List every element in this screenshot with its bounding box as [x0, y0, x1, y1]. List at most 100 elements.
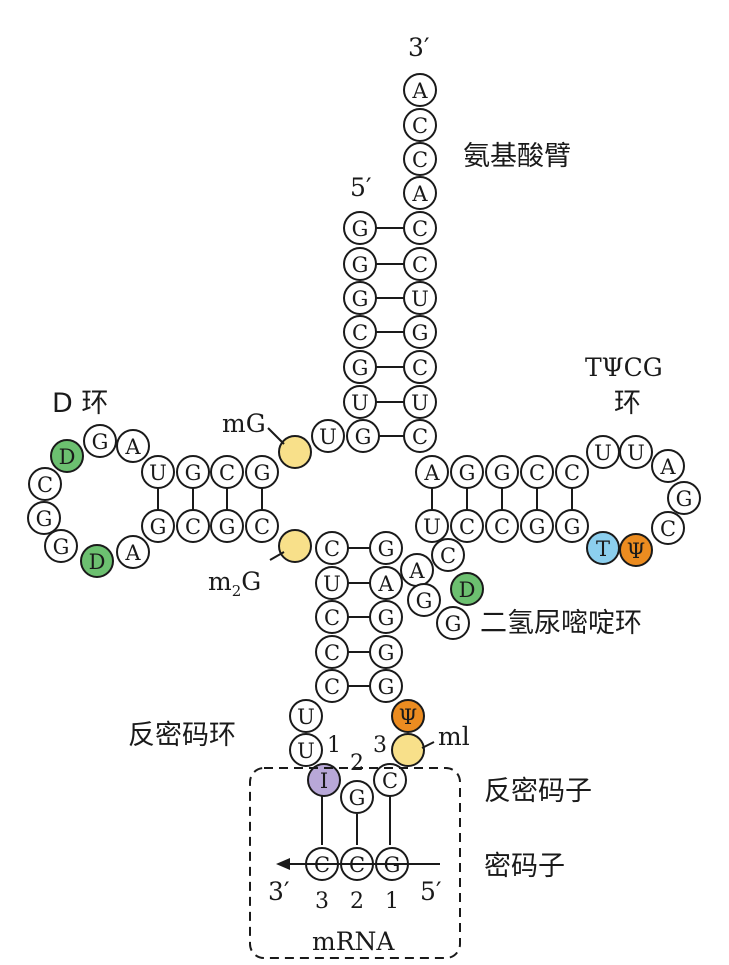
nucleotide-t-stem-top-3: C — [520, 455, 554, 489]
nucleotide-letter: D — [459, 578, 476, 602]
ml-leader-line — [421, 741, 435, 749]
nucleotide-d-loop-5: G — [44, 529, 78, 563]
nucleotide-letter: D — [59, 445, 76, 469]
nucleotide-letter: G — [352, 253, 369, 277]
anticodon-number-1: 1 — [327, 733, 341, 758]
nucleotide-letter: U — [594, 441, 612, 465]
nucleotide-letter: C — [352, 321, 368, 345]
mrna-5prime-label: 5′ — [420, 877, 442, 906]
nucleotide-letter: C — [185, 515, 201, 539]
nucleotide-acceptor-5strand-5: U — [343, 385, 377, 419]
nucleotide-modified-mG-0 — [278, 435, 312, 469]
nucleotide-letter: G — [355, 425, 372, 449]
nucleotide-anticodon-loop-4: C — [373, 763, 407, 797]
nucleotide-letter: C — [324, 606, 340, 630]
nucleotide-letter: T — [596, 537, 610, 561]
nucleotide-t-loop-4: C — [651, 511, 685, 545]
nucleotide-acceptor-3strand-5: U — [403, 385, 437, 419]
nucleotide-acceptor-5strand-1: G — [343, 247, 377, 281]
nucleotide-d-stem-bottom-0: G — [141, 509, 175, 543]
nucleotide-anticodon-loop-0: U — [289, 699, 323, 733]
nucleotide-d-stem-bottom-2: G — [210, 509, 244, 543]
nucleotide-anticodon-stem-right-3: G — [369, 635, 403, 669]
nucleotide-letter: G — [150, 515, 167, 539]
nucleotide-anticodon-stem-right-2: G — [369, 600, 403, 634]
nucleotide-letter: G — [416, 589, 433, 613]
nucleotide-d-stem-top-0: U — [141, 455, 175, 489]
nucleotide-letter: U — [411, 391, 429, 415]
nucleotide-letter: G — [352, 217, 369, 241]
nucleotide-d-stem-top-1: G — [176, 455, 210, 489]
nucleotide-letter: Ψ — [627, 539, 645, 563]
nucleotide-variable-loop-0: A — [400, 553, 434, 587]
nucleotide-acceptor-3strand-0: C — [403, 211, 437, 245]
nucleotide-letter: U — [319, 425, 337, 449]
nucleotide-letter: G — [378, 606, 395, 630]
nucleotide-modified-m2G-0 — [278, 529, 312, 563]
nucleotide-variable-loop-3: G — [407, 583, 441, 617]
nucleotide-d-loop-1: G — [83, 424, 117, 458]
nucleotide-letter: C — [324, 537, 340, 561]
codon-number-2: 2 — [350, 889, 364, 914]
nucleotide-t-stem-top-0: A — [415, 455, 449, 489]
nucleotide-letter: A — [408, 559, 425, 583]
nucleotide-letter: C — [219, 461, 235, 485]
nucleotide-d-loop-3: C — [28, 467, 62, 501]
nucleotide-letter: G — [219, 515, 236, 539]
nucleotide-acceptor-5strand-4: G — [343, 350, 377, 384]
nucleotide-letter: C — [324, 675, 340, 699]
nucleotide-acceptor-tail-2: C — [403, 142, 437, 176]
nucleotide-letter: A — [411, 182, 428, 206]
nucleotide-letter: D — [89, 550, 106, 574]
nucleotide-letter: C — [660, 517, 676, 541]
nucleotide-letter: U — [149, 461, 167, 485]
nucleotide-d-loop-4: G — [27, 501, 61, 535]
nucleotide-acceptor-3strand-1: C — [403, 247, 437, 281]
nucleotide-letter: C — [412, 217, 428, 241]
nucleotide-letter: G — [352, 287, 369, 311]
nucleotide-anticodon-stem-left-0: C — [315, 531, 349, 565]
nucleotide-acceptor-3strand-3: G — [403, 315, 437, 349]
nucleotide-letter: G — [378, 537, 395, 561]
nucleotide-t-loop-5: Ψ — [619, 533, 653, 567]
nucleotide-letter: G — [529, 515, 546, 539]
mrna-3prime-label: 3′ — [268, 877, 290, 906]
nucleotide-d-loop-7: A — [116, 535, 150, 569]
nucleotide-letter: C — [529, 461, 545, 485]
tpsic-loop-label-line1: TΨCG — [585, 353, 663, 382]
nucleotide-t-stem-bottom-0: U — [415, 509, 449, 543]
nucleotide-letter: Ψ — [399, 705, 417, 729]
nucleotide-letter: A — [411, 79, 428, 103]
nucleotide-letter: U — [411, 287, 429, 311]
codon-label: 密码子 — [484, 851, 565, 882]
nucleotide-letter: U — [297, 739, 315, 763]
nucleotide-d-loop-2: D — [50, 439, 84, 473]
nucleotide-letter: U — [351, 391, 369, 415]
acceptor-5prime-label: 5′ — [350, 173, 372, 202]
nucleotide-t-stem-top-4: C — [555, 455, 589, 489]
nucleotide-letter: G — [349, 786, 366, 810]
m2g-leader-line — [269, 551, 285, 561]
m2g-label: m2G — [208, 567, 261, 600]
nucleotide-acceptor-tail-3: A — [403, 176, 437, 210]
nucleotide-letter: G — [352, 356, 369, 380]
codon-number-3: 3 — [315, 889, 329, 914]
dihydrouracil-loop-label: 二氢尿嘧啶环 — [480, 608, 642, 639]
tpsic-loop-label-line2: 环 — [614, 388, 641, 419]
nucleotide-letter: C — [412, 253, 428, 277]
nucleotide-t-stem-top-2: G — [485, 455, 519, 489]
nucleotide-anticodon-stem-right-4: G — [369, 669, 403, 703]
nucleotide-t-stem-bottom-4: G — [555, 509, 589, 543]
nucleotide-t-stem-bottom-1: C — [450, 509, 484, 543]
anticodon-label: 反密码子 — [484, 776, 592, 807]
nucleotide-letter: C — [382, 769, 398, 793]
nucleotide-t-stem-bottom-3: G — [520, 509, 554, 543]
nucleotide-acceptor-tail-0: A — [403, 73, 437, 107]
nucleotide-acceptor-5strand-2: G — [343, 281, 377, 315]
nucleotide-letter: A — [124, 541, 141, 565]
nucleotide-t-loop-1: U — [619, 435, 653, 469]
nucleotide-letter: C — [412, 114, 428, 138]
nucleotide-variable-loop-4: G — [436, 606, 470, 640]
nucleotide-d-stem-bottom-1: C — [176, 509, 210, 543]
nucleotide-letter: U — [423, 515, 441, 539]
